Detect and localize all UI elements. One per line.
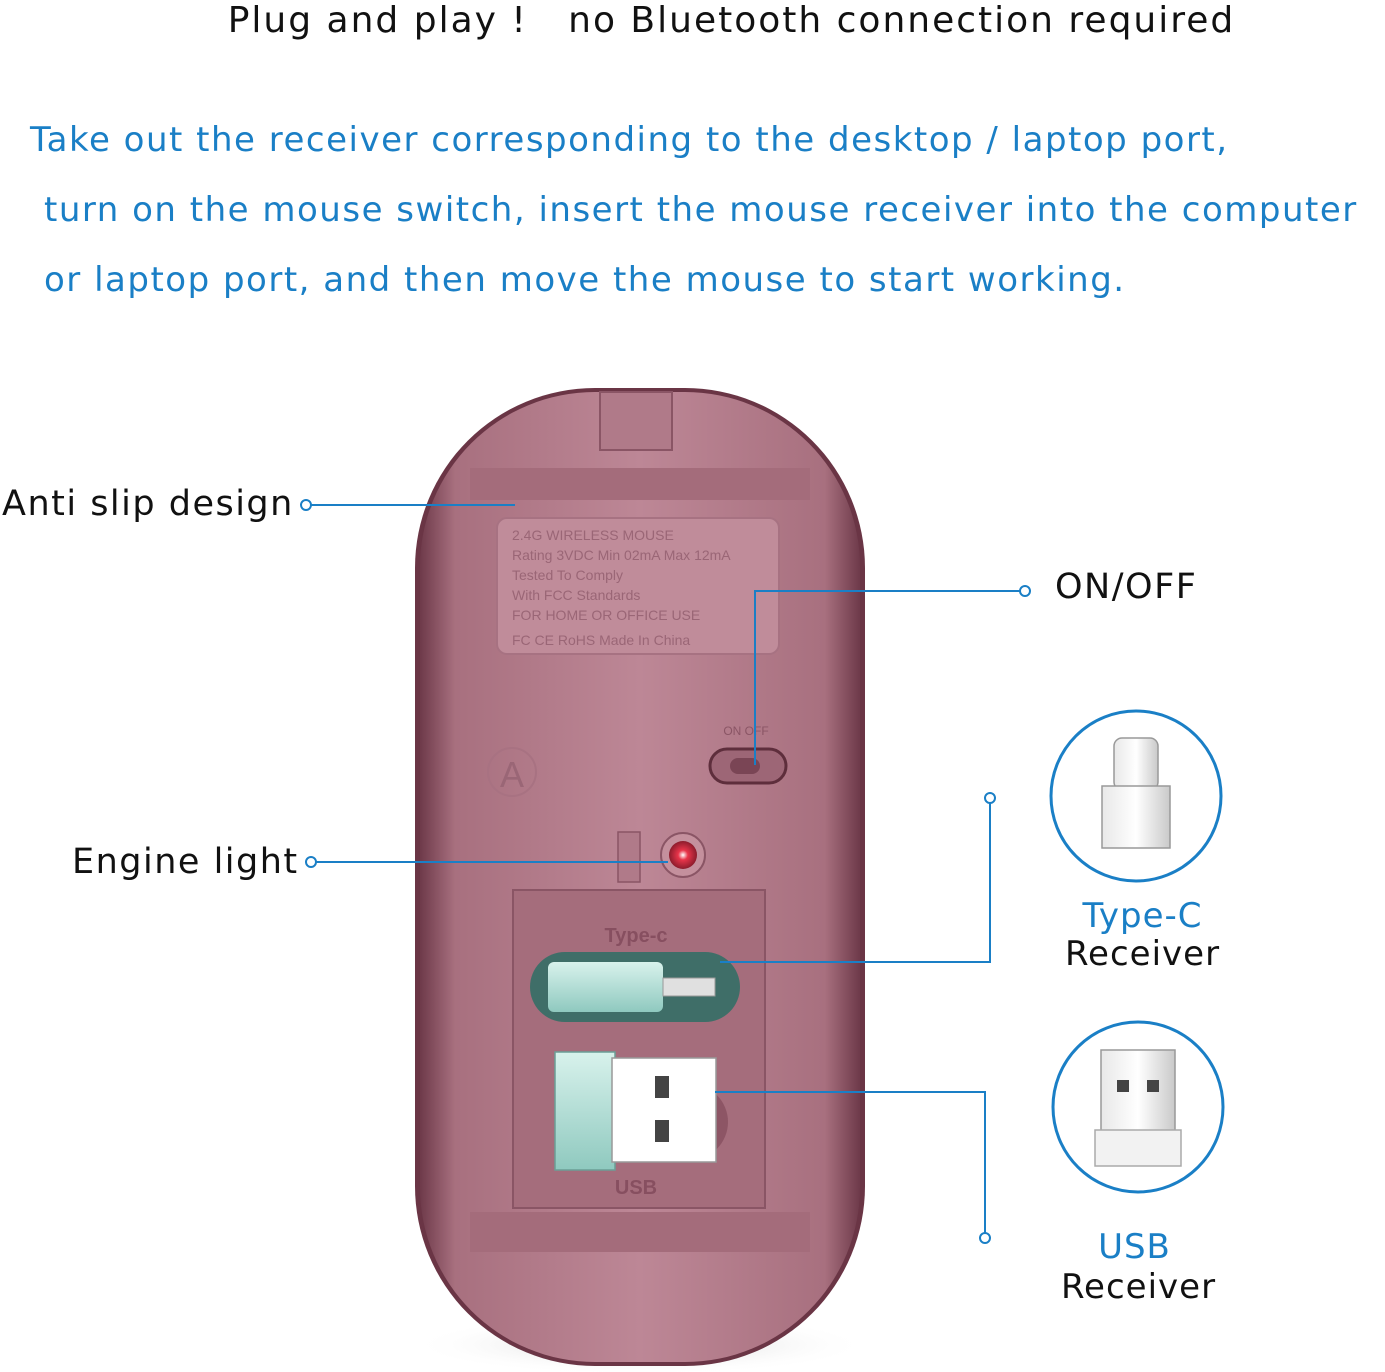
usb-connector (1100, 1049, 1176, 1133)
usb-contact-2 (655, 1120, 669, 1142)
switch-text: ON OFF (723, 724, 768, 738)
on-off-dot (1019, 585, 1031, 597)
usb-name: USB (1098, 1227, 1171, 1267)
usb-dot (979, 1232, 991, 1244)
top-slip-pad (470, 468, 810, 500)
instruction-line-3: or laptop port, and then move the mouse … (44, 260, 1126, 300)
typec-connector (1113, 737, 1159, 791)
on-off-label: ON/OFF (1055, 567, 1198, 607)
label-line-6: FC CE RoHS Made In China (512, 632, 690, 648)
usb-leader (715, 1091, 986, 1238)
anti-slip-label: Anti slip design (2, 484, 294, 524)
typec-plug-in-slot (662, 977, 716, 997)
bottom-slip-pad (470, 1212, 810, 1252)
typec-leader (720, 800, 991, 963)
usb-receiver-body (1094, 1129, 1182, 1167)
engine-light-led (669, 841, 697, 869)
label-line-1: 2.4G WIRELESS MOUSE (512, 527, 674, 543)
typec-receiver-in-slot[interactable] (548, 962, 663, 1012)
label-line-3: Tested To Comply (512, 567, 623, 583)
usb-receiver-word: Receiver (1060, 1267, 1217, 1307)
on-off-leader (754, 590, 1025, 765)
label-line-5: FOR HOME OR OFFICE USE (512, 607, 700, 623)
engine-light-dot (305, 856, 317, 868)
side-letter-circle (487, 747, 537, 797)
scroll-cap (599, 391, 673, 451)
usb-plug-in-slot (611, 1057, 717, 1163)
label-line-2: Rating 3VDC Min 02mA Max 12mA (512, 547, 731, 563)
usb-contact-1 (655, 1076, 669, 1098)
label-line-4: With FCC Standards (512, 587, 640, 603)
compartment-usb-label: USB (615, 1177, 657, 1199)
power-switch-knob[interactable] (730, 758, 760, 774)
usb-connector-hole-1 (1117, 1080, 1129, 1092)
instruction-line-2: turn on the mouse switch, insert the mou… (44, 190, 1358, 230)
typec-dot (984, 792, 996, 804)
headline: Plug and play ! no Bluetooth connection … (227, 0, 1236, 41)
usb-connector-hole-2 (1147, 1080, 1159, 1092)
sensor-housing (617, 831, 641, 883)
typec-receiver-word: Receiver (1064, 934, 1221, 974)
typec-receiver-body (1101, 785, 1171, 849)
side-letter: A (500, 754, 524, 795)
usb-receiver-in-slot[interactable] (554, 1051, 616, 1171)
rating-label (496, 517, 780, 655)
instruction-line-1: Take out the receiver corresponding to t… (30, 120, 1229, 160)
compartment-typec-label: Type-c (605, 925, 668, 947)
typec-name: Type-C (1082, 896, 1203, 936)
engine-light-label: Engine light (72, 842, 299, 882)
anti-slip-dot (300, 499, 312, 511)
